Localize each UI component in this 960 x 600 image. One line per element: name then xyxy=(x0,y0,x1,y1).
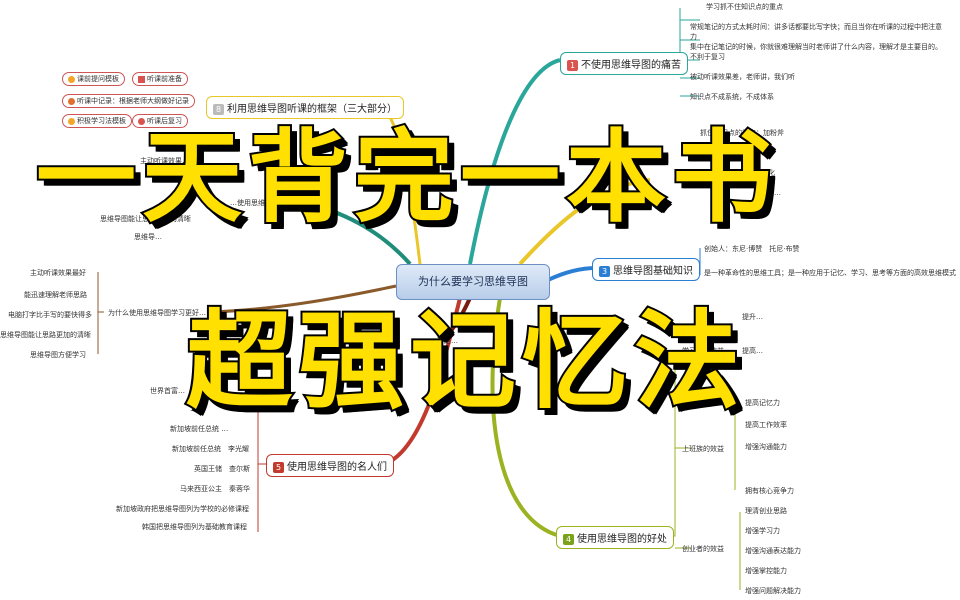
branch-3-label: 思维导图基础知识 xyxy=(613,266,693,277)
branch-9-topic[interactable]: …不是… xyxy=(430,337,458,345)
branch-4-item[interactable]: 增强沟通表达能力 xyxy=(745,547,801,555)
branch-5-item[interactable]: 马来西亚公主 秦蓉华 xyxy=(180,485,250,493)
branch-8-tag[interactable]: 课前提问模板 xyxy=(62,72,125,86)
branch-5-item[interactable]: 韩国把思维导图列为基础教育课程 xyxy=(142,523,247,531)
branch-1-item-line: 常规笔记的方式太耗时间：讲多话都要比写字快；而且当你在听课的过程中把注意力 xyxy=(690,23,942,41)
branch-3-item[interactable]: 是一种革命性的思维工具；是一种应用于记忆、学习、思考等方面的高效思维模式 xyxy=(704,269,956,277)
branch-6-item[interactable]: 思维导图方便学习 xyxy=(30,351,86,359)
branch-8-tag-label: 听课中记录：根据老师大纲做好记录 xyxy=(77,97,189,105)
branch-4-group[interactable]: 学习者的效益 xyxy=(682,347,724,355)
central-topic[interactable]: 为什么要学习思维导图 xyxy=(396,264,550,300)
branch-6-item[interactable]: 电脑打字比手写的要快得多 xyxy=(8,311,92,319)
branch-6-item[interactable]: 主动听课效果最好 xyxy=(30,269,86,277)
branch-6-item[interactable]: 思维导图能让思路更加的清晰 xyxy=(0,331,91,339)
branch-4-item[interactable]: 增强学习力 xyxy=(745,527,780,535)
branch-1-label: 不使用思维导图的痛苦 xyxy=(581,60,681,71)
branch-7-item[interactable]: 思维导… xyxy=(134,233,162,241)
branch-8-tag-label: 积极学习法模板 xyxy=(77,117,126,125)
branch-2-item[interactable]: 提升… xyxy=(760,189,781,197)
branch-8-tag[interactable]: 听课中记录：根据老师大纲做好记录 xyxy=(62,94,195,108)
branch-8-number: 8 xyxy=(213,103,224,115)
branch-2-item[interactable]: 抓住知识点的重点：加粉斧 xyxy=(700,129,784,137)
branch-1-number: 1 xyxy=(567,59,578,71)
connector-b3 xyxy=(547,266,597,282)
branch-4-group[interactable]: 上班族的效益 xyxy=(682,445,724,453)
branch-5-item[interactable]: 英国王储 查尔斯 xyxy=(194,465,250,473)
connector-b9 xyxy=(438,297,472,342)
branch-8-tag[interactable]: 听课前准备 xyxy=(132,72,188,86)
connector-b6 xyxy=(209,284,397,314)
branch-7-item[interactable]: 思维导图能让思路更加的清晰 xyxy=(100,215,191,223)
bulb-icon xyxy=(68,117,75,125)
branch-7-topic[interactable]: …使用思维导图… xyxy=(230,199,286,207)
branch-4-item[interactable]: 提高… xyxy=(742,347,763,355)
branch-8-tag[interactable]: 听课后复习 xyxy=(132,114,188,128)
branch-4-item[interactable]: 增强问题解决能力 xyxy=(745,587,801,595)
connector-b4-items xyxy=(668,351,741,590)
branch-7-item[interactable]: 主动听课效果… xyxy=(140,157,189,165)
connector-b7 xyxy=(299,200,412,266)
branch-6-item[interactable]: 能迅速理解老师思路 xyxy=(24,291,87,299)
branch-5-item[interactable]: 新加坡政府把思维导图列为学校的必修课程 xyxy=(116,505,249,513)
branch-3-item[interactable]: 创始人：东尼·博赞 托尼·布赞 xyxy=(704,245,800,253)
star-icon xyxy=(138,117,145,125)
branch-8-tag-label: 听课后复习 xyxy=(147,117,182,125)
connector-b4 xyxy=(490,297,561,538)
connector-b2 xyxy=(518,178,651,266)
branch-1-item[interactable]: 知识点不成系统，不成体系 xyxy=(690,93,774,101)
branch-4-item[interactable]: 理清创业思路 xyxy=(745,507,787,515)
overlay-title-line-1: 一天背完一本书 xyxy=(34,117,778,238)
branch-4-number: 4 xyxy=(563,533,574,545)
bulb-icon xyxy=(68,75,75,83)
flag-icon xyxy=(138,75,145,83)
branch-1-item-line: 集中在记笔记的时候，你就很难理解当时老师讲了什么内容，理解才是主要目的。 xyxy=(690,43,942,51)
branch-8-tag-label: 听课前准备 xyxy=(147,75,182,83)
branch-4-label: 使用思维导图的好处 xyxy=(577,534,667,545)
branch-8-label: 利用思维导图听课的框架（三大部分） xyxy=(227,104,397,115)
person-icon xyxy=(68,97,75,105)
branch-1-item[interactable]: 被动听课效果差，老师讲，我们听 xyxy=(690,73,795,81)
branch-4-item[interactable]: 增强沟通能力 xyxy=(745,443,787,451)
branch-1-item[interactable]: 学习抓不住知识点的重点 xyxy=(706,3,783,11)
branch-4-item[interactable]: 增强掌控能力 xyxy=(745,567,787,575)
branch-5-item[interactable]: 世界首富… xyxy=(150,387,185,395)
branch-4-item[interactable]: 提高记忆力 xyxy=(745,399,780,407)
branch-5-item[interactable]: 新加坡前任总统 李光耀 xyxy=(172,445,249,453)
connector-b5-items xyxy=(257,390,266,532)
branch-5-item[interactable]: 新加坡前任总统 … xyxy=(170,425,229,433)
branch-4-item[interactable]: 拥有核心竞争力 xyxy=(745,487,794,495)
connector-b1 xyxy=(468,58,561,265)
branch-5-number: 5 xyxy=(273,461,284,473)
branch-1-item[interactable]: 常规笔记的方式太耗时间：讲多话都要比写字快；而且当你在听课的过程中把注意力 集中… xyxy=(690,22,945,52)
connector-b6-items xyxy=(97,272,104,354)
branch-1-item[interactable]: 不利于复习 xyxy=(690,53,725,61)
branch-4-group[interactable]: 创业者的效益 xyxy=(682,545,724,553)
branch-4-item[interactable]: 提升… xyxy=(742,313,763,321)
branch-4-item[interactable]: 提高工作效率 xyxy=(745,421,787,429)
branch-8-tag[interactable]: 积极学习法模板 xyxy=(62,114,132,128)
branch-2-item[interactable]: 二维结构化 xyxy=(740,169,775,177)
branch-5-label: 使用思维导图的名人们 xyxy=(287,462,387,473)
branch-6-topic[interactable]: 为什么使用思维导图学习更好… xyxy=(108,309,206,317)
branch-8-tag-label: 课前提问模板 xyxy=(77,75,119,83)
branch-3-number: 3 xyxy=(599,265,610,277)
branch-5-item[interactable]: … xyxy=(190,405,197,413)
overlay-title-line-2: 超强记忆法 xyxy=(184,298,746,425)
